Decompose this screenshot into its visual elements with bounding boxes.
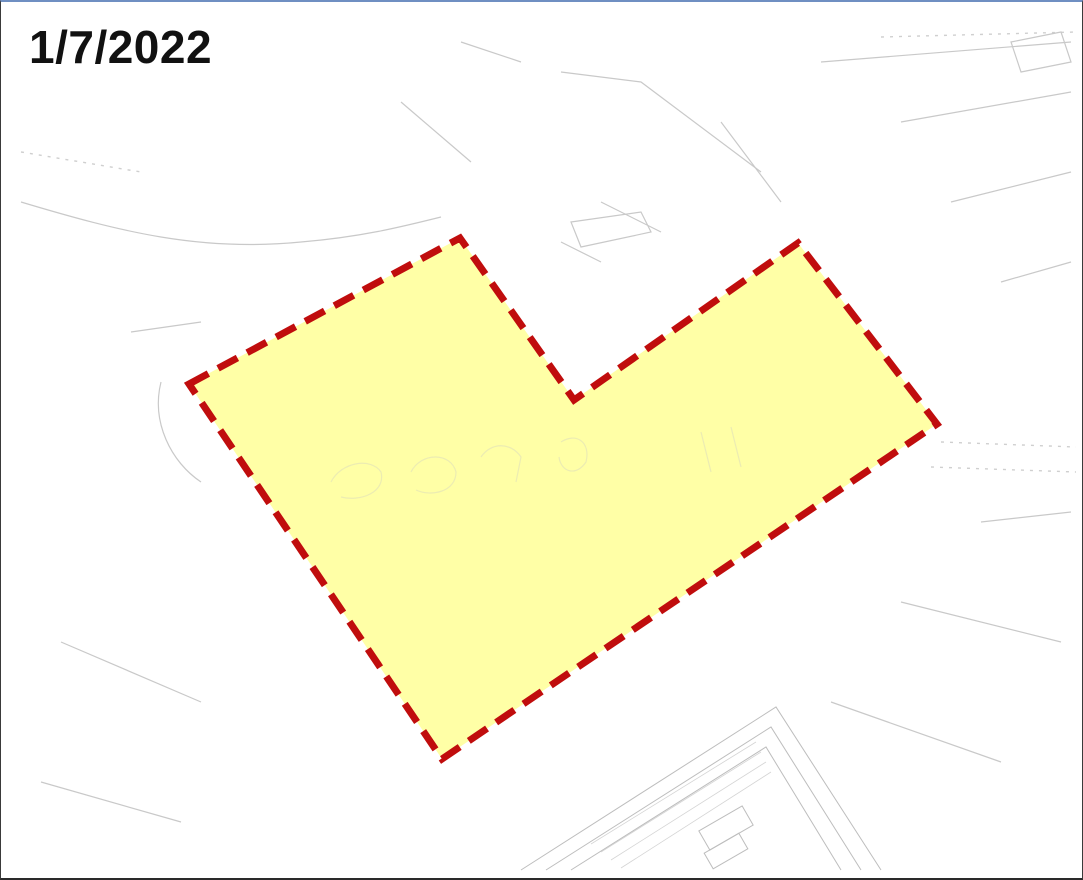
basemap-label-ghost	[330, 426, 742, 499]
basemap-lines	[20, 31, 1077, 823]
parcel-polygon[interactable]	[183, 233, 943, 764]
building-outline	[520, 706, 882, 871]
map-date-label: 1/7/2022	[29, 21, 213, 73]
